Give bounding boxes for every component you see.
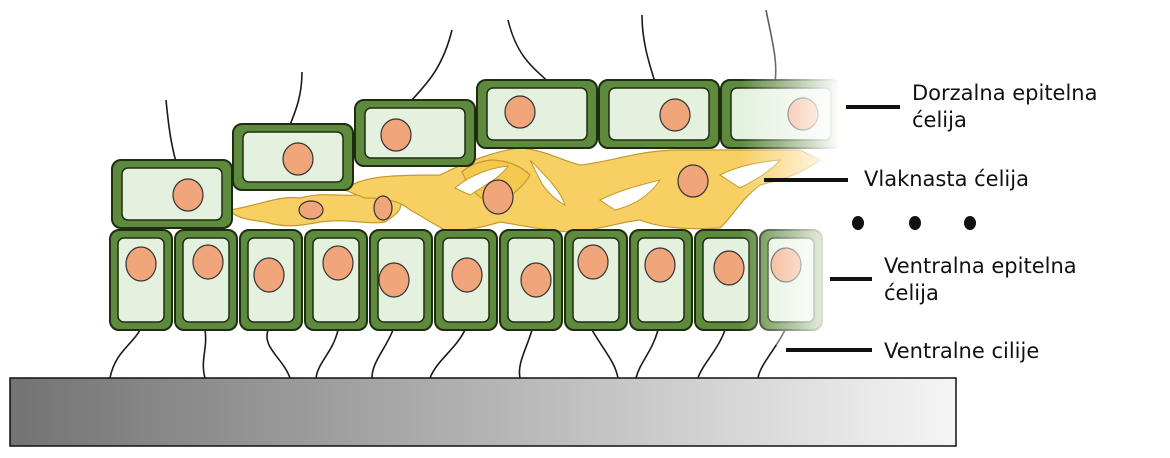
fade-overlay-solid <box>838 0 868 345</box>
ventral-cells <box>109 229 823 331</box>
label-ventral-line2: ćelija <box>884 281 939 305</box>
label-dorsal-epithelial-cell: Dorzalna epitelna ćelija <box>912 80 1097 134</box>
ventral-cilia <box>109 329 786 379</box>
substrate <box>9 377 957 447</box>
dorsal-cell <box>476 79 598 149</box>
label-fiber-text: Vlaknasta ćelija <box>864 167 1029 191</box>
label-ventral-cilia: Ventralne cilije <box>884 338 1039 365</box>
dorsal-cell <box>354 99 476 167</box>
label-cilia-text: Ventralne cilije <box>884 339 1040 363</box>
label-ventral-epithelial-cell: Ventralna epitelna ćelija <box>884 253 1077 307</box>
ventral-cell <box>564 229 628 331</box>
fiber-nuclei <box>298 164 709 221</box>
ventral-cell <box>499 229 563 331</box>
dorsal-cell <box>232 123 354 191</box>
label-ventral-line1: Ventralna epitelna <box>884 254 1077 278</box>
ellipsis-dots <box>852 216 976 230</box>
label-dorsal-line1: Dorzalna epitelna <box>912 81 1098 105</box>
ventral-cell <box>434 229 498 331</box>
ventral-cell <box>174 229 238 331</box>
ventral-cell <box>109 229 173 331</box>
ventral-cell <box>304 229 368 331</box>
label-fiber-cell: Vlaknasta ćelija <box>864 166 1029 193</box>
dorsal-cell <box>598 79 720 149</box>
leader-lines <box>764 105 900 352</box>
fade-overlay <box>740 0 840 345</box>
ventral-cell <box>239 229 303 331</box>
dorsal-cell <box>111 159 233 229</box>
ventral-cell <box>369 229 433 331</box>
label-dorsal-line2: ćelija <box>912 108 967 132</box>
ventral-cell <box>629 229 693 331</box>
